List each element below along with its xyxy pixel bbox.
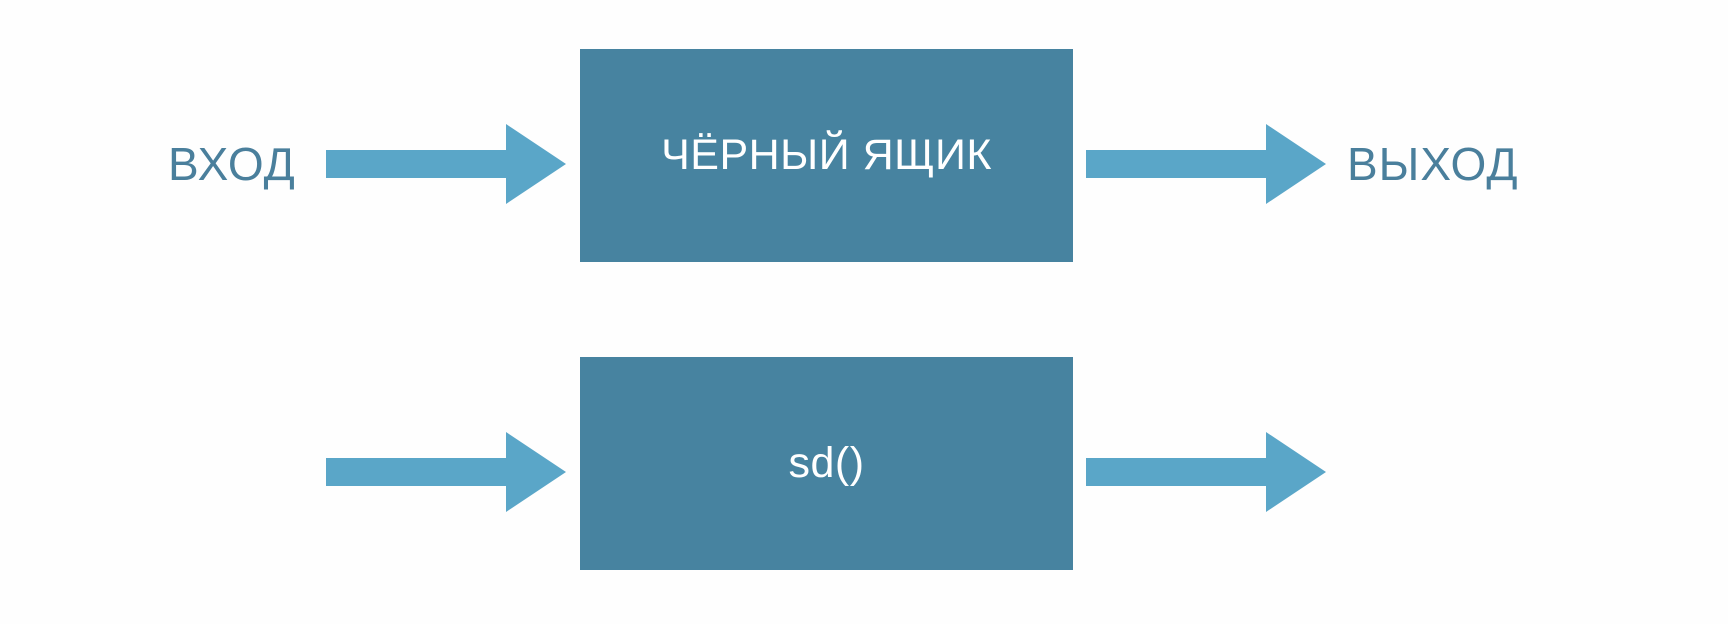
output-arrow-bottom	[1086, 432, 1326, 512]
input-arrow-bottom	[326, 432, 566, 512]
black-box: ЧЁРНЫЙ ЯЩИК	[580, 49, 1073, 262]
input-arrow-top	[326, 124, 566, 204]
input-label: ВХОД	[168, 138, 296, 190]
function-box-label: sd()	[788, 439, 865, 487]
black-box-label: ЧЁРНЫЙ ЯЩИК	[661, 131, 992, 179]
function-box: sd()	[580, 357, 1073, 570]
output-label: ВЫХОД	[1347, 138, 1519, 190]
output-arrow-top	[1086, 124, 1326, 204]
